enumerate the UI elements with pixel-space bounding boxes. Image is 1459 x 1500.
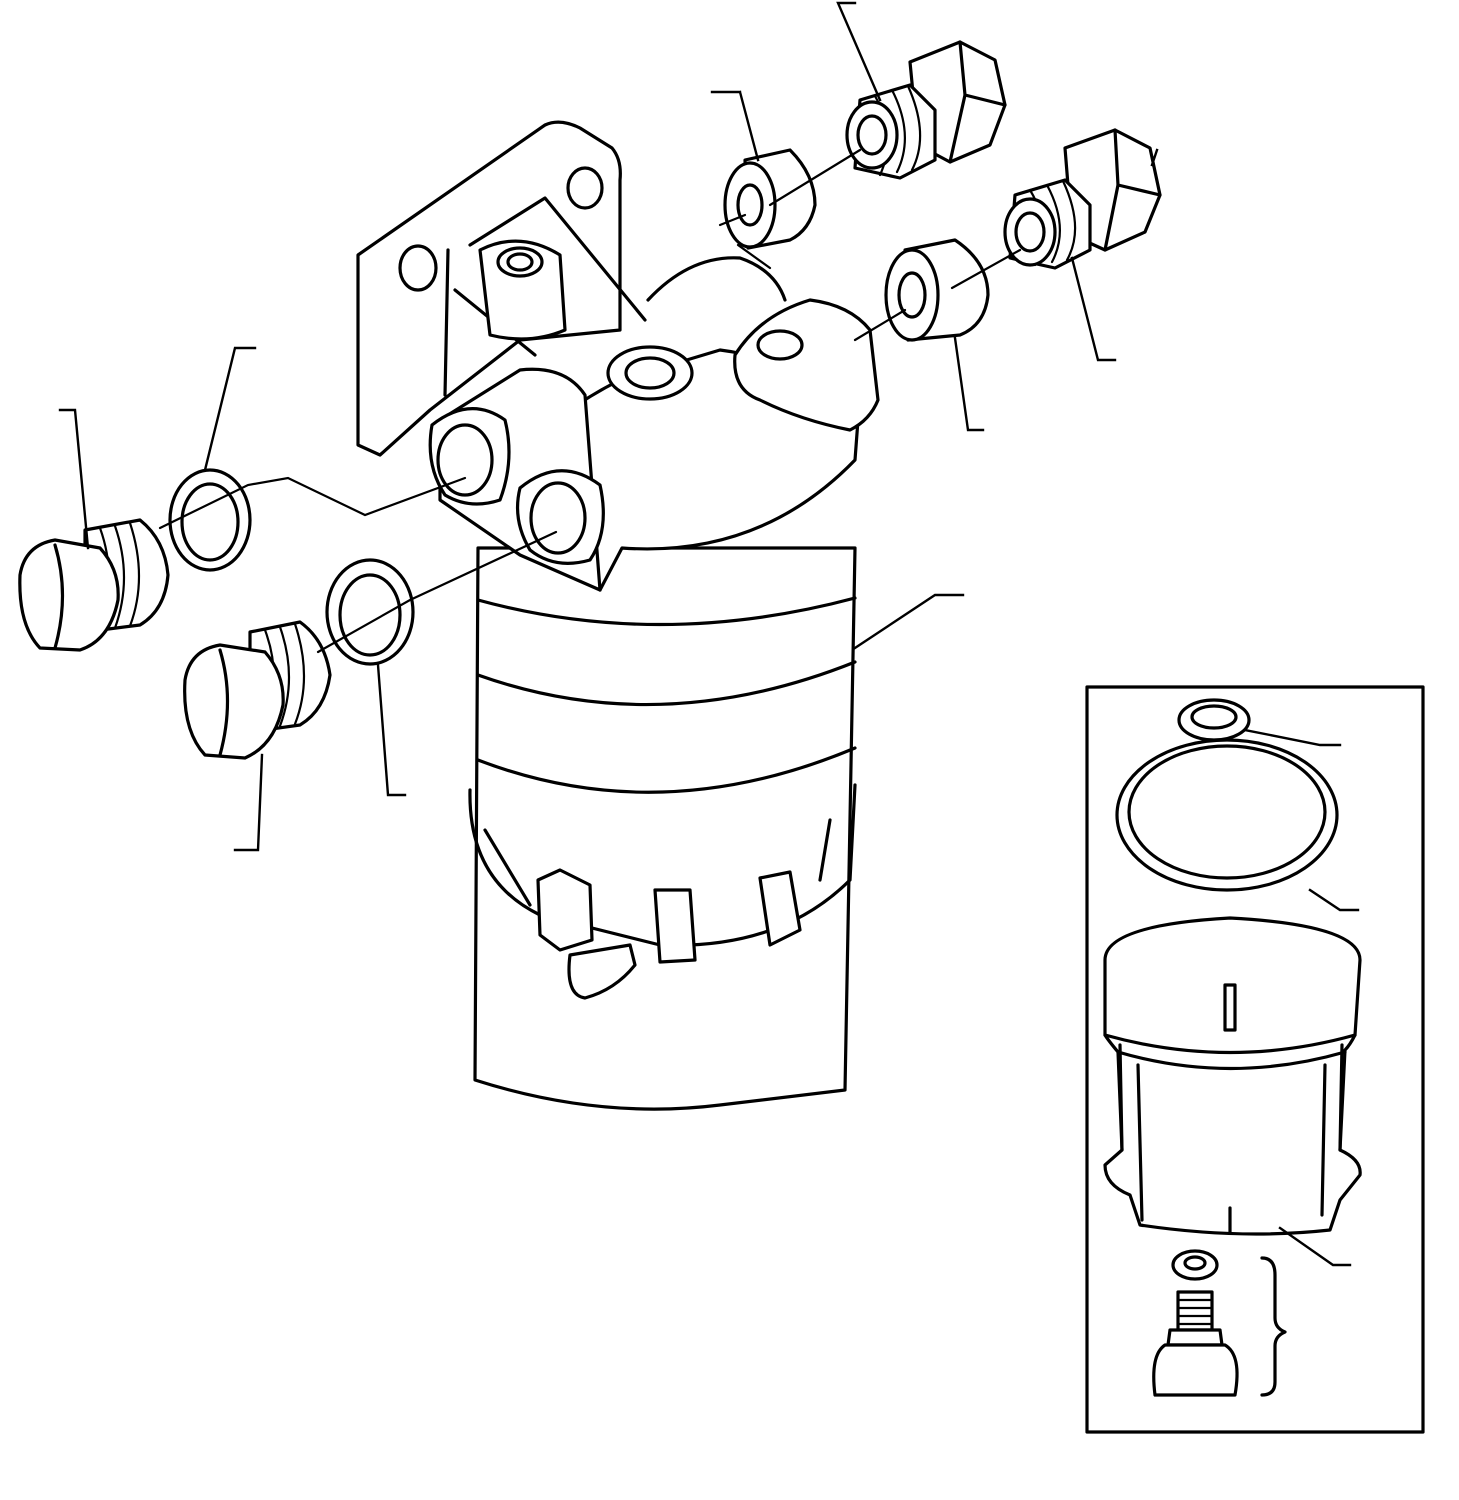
lower-left-sealing-washer (325, 558, 415, 666)
inset-drain-plug (1152, 1290, 1239, 1397)
assembly-center-lines (158, 148, 1022, 654)
upper-right-connector-bolt (845, 40, 1007, 180)
lower-right-collar (884, 238, 990, 342)
filter-bowl (468, 546, 857, 1111)
inset-filter-element (1103, 916, 1362, 1236)
inset-filter-element-detail (1085, 685, 1425, 1434)
callout-leaders (58, 1, 1159, 852)
inset-drain-washer (1171, 1249, 1219, 1281)
inset-grouping-brace (1260, 1256, 1287, 1397)
inset-small-washer (1177, 698, 1251, 742)
filter-head (428, 239, 880, 592)
lower-left-plug-bolt (183, 620, 332, 760)
upper-right-collar (723, 148, 817, 250)
upper-left-sealing-washer (168, 468, 252, 572)
upper-left-plug-bolt (18, 518, 170, 652)
inset-o-ring (1115, 738, 1339, 892)
lower-right-connector-bolt (1003, 128, 1162, 270)
